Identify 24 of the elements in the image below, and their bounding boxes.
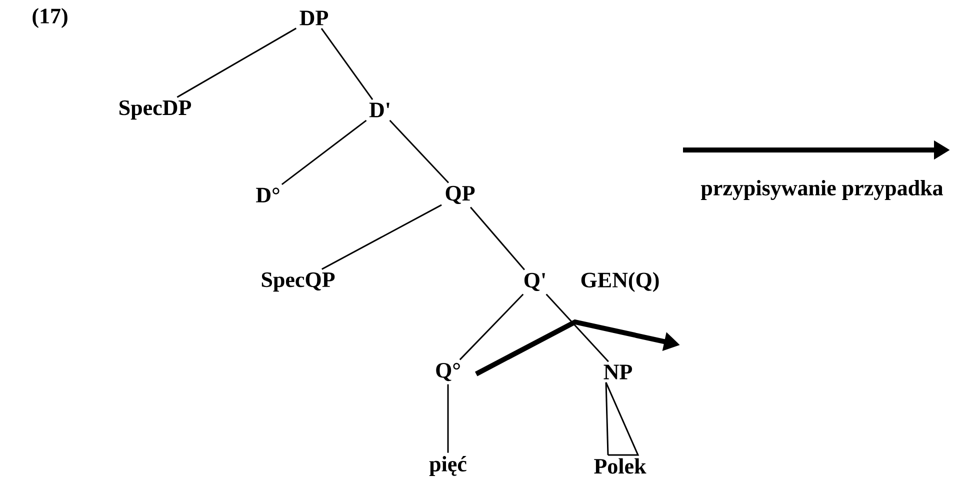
branch-line: [281, 120, 367, 186]
branch-line: [320, 28, 374, 100]
tree-label: pięć: [429, 456, 466, 476]
tree-label: NP: [604, 364, 632, 380]
label-text: (17): [32, 8, 68, 28]
branch-line: [605, 382, 609, 456]
tree-label: D': [369, 102, 390, 118]
legend-text: przypisywanie przypadka: [700, 180, 943, 200]
tree-label: SpecDP: [120, 100, 192, 120]
branch-line: [459, 294, 524, 360]
branch-line: [389, 120, 449, 184]
branch-line: [322, 204, 442, 270]
branch-line: [176, 28, 297, 98]
tree-label: D°: [256, 188, 280, 202]
tree-label: Q': [524, 272, 545, 292]
label-text: GEN(Q): [581, 272, 659, 292]
tree-label: QP: [446, 186, 475, 204]
tree-label: Polek: [594, 458, 646, 474]
branch-line: [546, 294, 609, 362]
tree-label: DP: [300, 10, 328, 26]
tree-label: SpecQP: [262, 272, 335, 292]
branch-line: [447, 384, 449, 453]
tree-label: Q°: [436, 362, 460, 382]
branch-line: [470, 206, 525, 270]
